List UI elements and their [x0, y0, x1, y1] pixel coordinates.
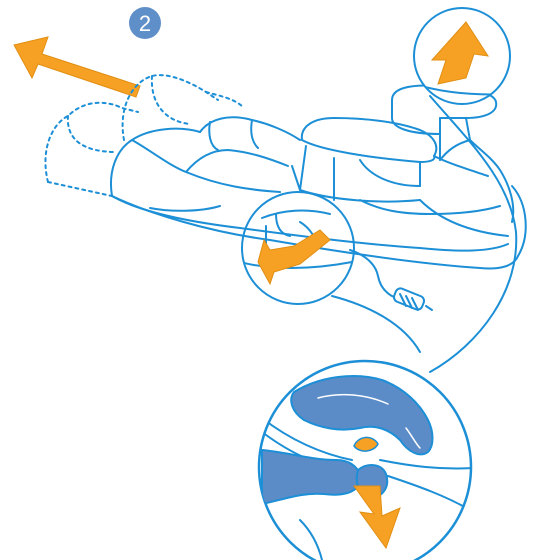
detail-circle-bottom: [259, 361, 474, 560]
connector-line-top: [430, 96, 516, 372]
cable-connector: [392, 287, 432, 311]
pull-out-arrow-icon: [14, 37, 140, 97]
step-badge: 2: [129, 7, 161, 39]
detail-circle-middle: [240, 192, 354, 304]
detail-circle-top: [414, 8, 510, 104]
step-number: 2: [139, 11, 151, 36]
ghost-outline: [45, 75, 242, 196]
